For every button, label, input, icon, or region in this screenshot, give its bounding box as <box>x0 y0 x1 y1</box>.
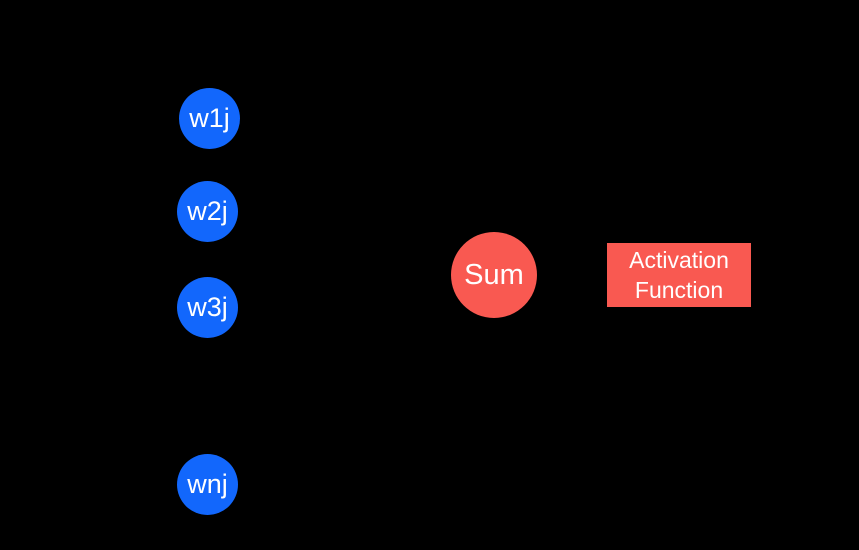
weight-node-label: wnj <box>187 469 228 499</box>
weight-node-w3j: w3j <box>177 277 238 338</box>
weight-node-label: w3j <box>187 292 228 322</box>
weight-node-w2j: w2j <box>177 181 238 242</box>
weight-node-w1j: w1j <box>179 88 240 149</box>
activation-function-label: Activation Function <box>629 247 729 303</box>
sum-node-label: Sum <box>464 258 524 291</box>
weight-node-label: w1j <box>189 103 230 133</box>
weight-node-wnj: wnj <box>177 454 238 515</box>
activation-function-box: Activation Function <box>607 243 751 307</box>
sum-node: Sum <box>451 232 537 318</box>
weight-node-label: w2j <box>187 196 228 226</box>
